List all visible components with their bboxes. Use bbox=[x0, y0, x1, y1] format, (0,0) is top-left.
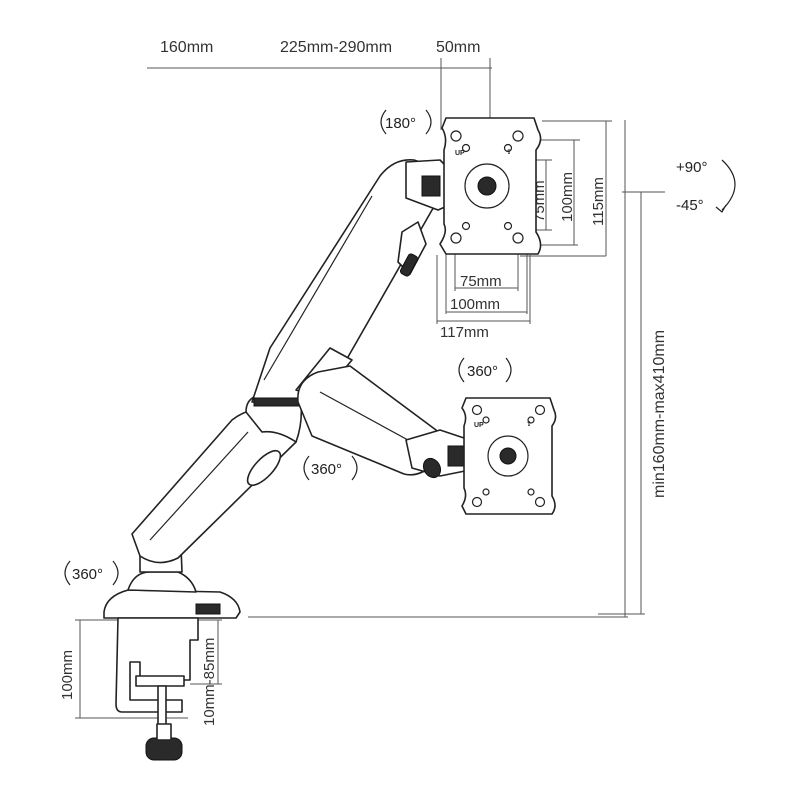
svg-text:180°: 180° bbox=[385, 115, 416, 132]
tilt-arrow-icon bbox=[721, 159, 736, 211]
up-arrow-icon: ⇧ bbox=[506, 148, 512, 156]
lower-arm bbox=[131, 393, 303, 564]
upper-arm-level bbox=[297, 365, 471, 479]
rotate-arrow-icon bbox=[458, 357, 465, 383]
vesa-plate-bottom: UP ⇧ bbox=[461, 397, 557, 515]
dim-height-range: min160mm-max410mm bbox=[651, 330, 668, 498]
plate-up-label: UP bbox=[474, 422, 484, 429]
rotate-arrow-icon bbox=[64, 560, 71, 586]
rotation-badge-base: 360° bbox=[64, 560, 119, 586]
dim-top-right: 50mm bbox=[436, 39, 480, 56]
svg-text:360°: 360° bbox=[467, 363, 498, 380]
plate-up-label: UP bbox=[455, 150, 465, 157]
tilt-down-label: -45° bbox=[676, 197, 704, 214]
dim-top-mid: 225mm-290mm bbox=[280, 39, 392, 56]
tilt-up-label: +90° bbox=[676, 159, 707, 176]
rotation-badge-180: 180° bbox=[380, 109, 432, 135]
desk-clamp bbox=[103, 589, 241, 761]
rotate-arrow-icon bbox=[380, 109, 387, 135]
dim-vesa-h-75: 75mm bbox=[460, 273, 502, 290]
svg-text:360°: 360° bbox=[72, 566, 103, 583]
svg-text:360°: 360° bbox=[311, 461, 342, 478]
dim-vesa-v-100: 100mm bbox=[559, 172, 576, 222]
rotation-badge-elbow: 360° bbox=[303, 455, 358, 481]
dim-vesa-h-100: 100mm bbox=[450, 296, 500, 313]
tilt-indicator: +90° -45° bbox=[676, 159, 736, 214]
rotation-badge-head: 360° bbox=[458, 357, 512, 383]
dim-vesa-v-115: 115mm bbox=[590, 177, 607, 226]
dim-clamp-range: 10mm-85mm bbox=[201, 638, 218, 726]
clamp-knob bbox=[145, 737, 183, 761]
upper-arm bbox=[251, 159, 443, 407]
up-arrow-icon: ⇧ bbox=[526, 420, 532, 428]
dim-top-left: 160mm bbox=[160, 39, 213, 56]
vesa-plate-top: UP ⇧ bbox=[405, 117, 542, 255]
dim-clamp-height: 100mm bbox=[59, 650, 76, 700]
dim-vesa-h-117: 117mm bbox=[440, 324, 489, 341]
rotate-arrow-icon bbox=[303, 455, 310, 481]
